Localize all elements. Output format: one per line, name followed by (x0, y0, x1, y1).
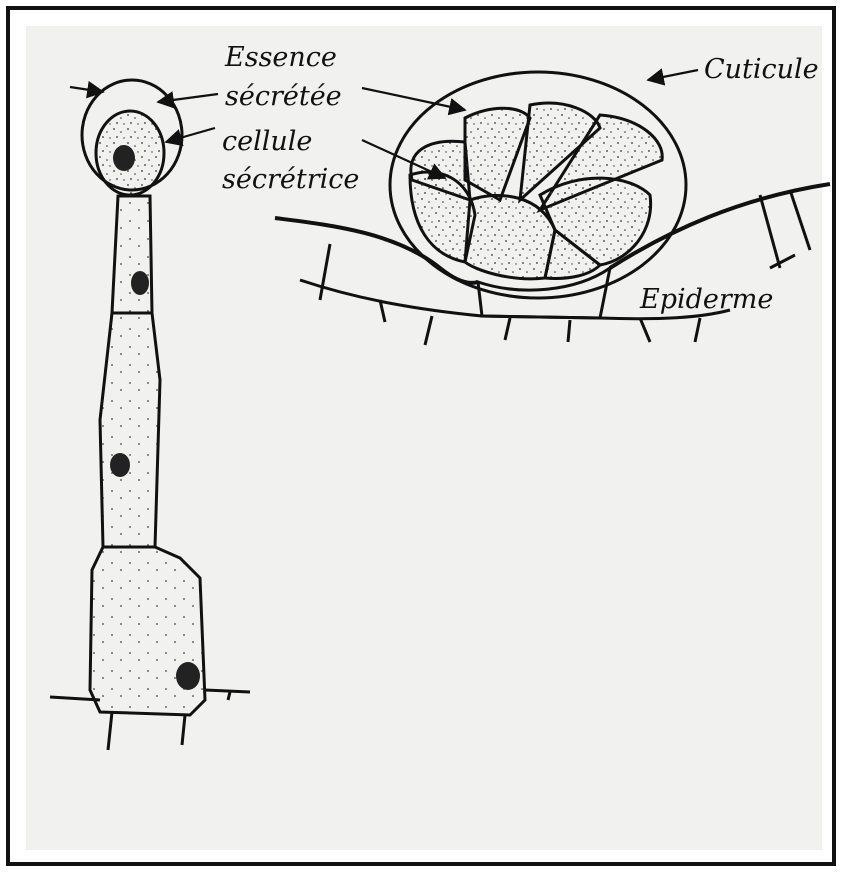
arrow-cellule (166, 128, 215, 142)
label-cellule: cellule (222, 126, 312, 157)
label-secretrice: sécrétrice (222, 164, 359, 195)
stalk-cell-2 (100, 313, 160, 547)
arrow-cuticule-right (648, 70, 698, 80)
arrow-cuticle-left (70, 87, 103, 92)
label-secretee: sécrétée (225, 81, 342, 112)
label-cuticule: Cuticule (704, 54, 819, 85)
glandular-trichome (50, 80, 250, 750)
trichome-nucleus (113, 145, 135, 171)
stalk-cell-1 (112, 196, 152, 313)
label-essence: Essence (224, 42, 337, 73)
stalk-nucleus-2 (110, 453, 130, 477)
stalk-nucleus-1 (131, 271, 149, 295)
label-epiderme: Epiderme (639, 284, 773, 315)
basal-nucleus (176, 662, 200, 690)
arrow-essence-right (362, 88, 465, 110)
